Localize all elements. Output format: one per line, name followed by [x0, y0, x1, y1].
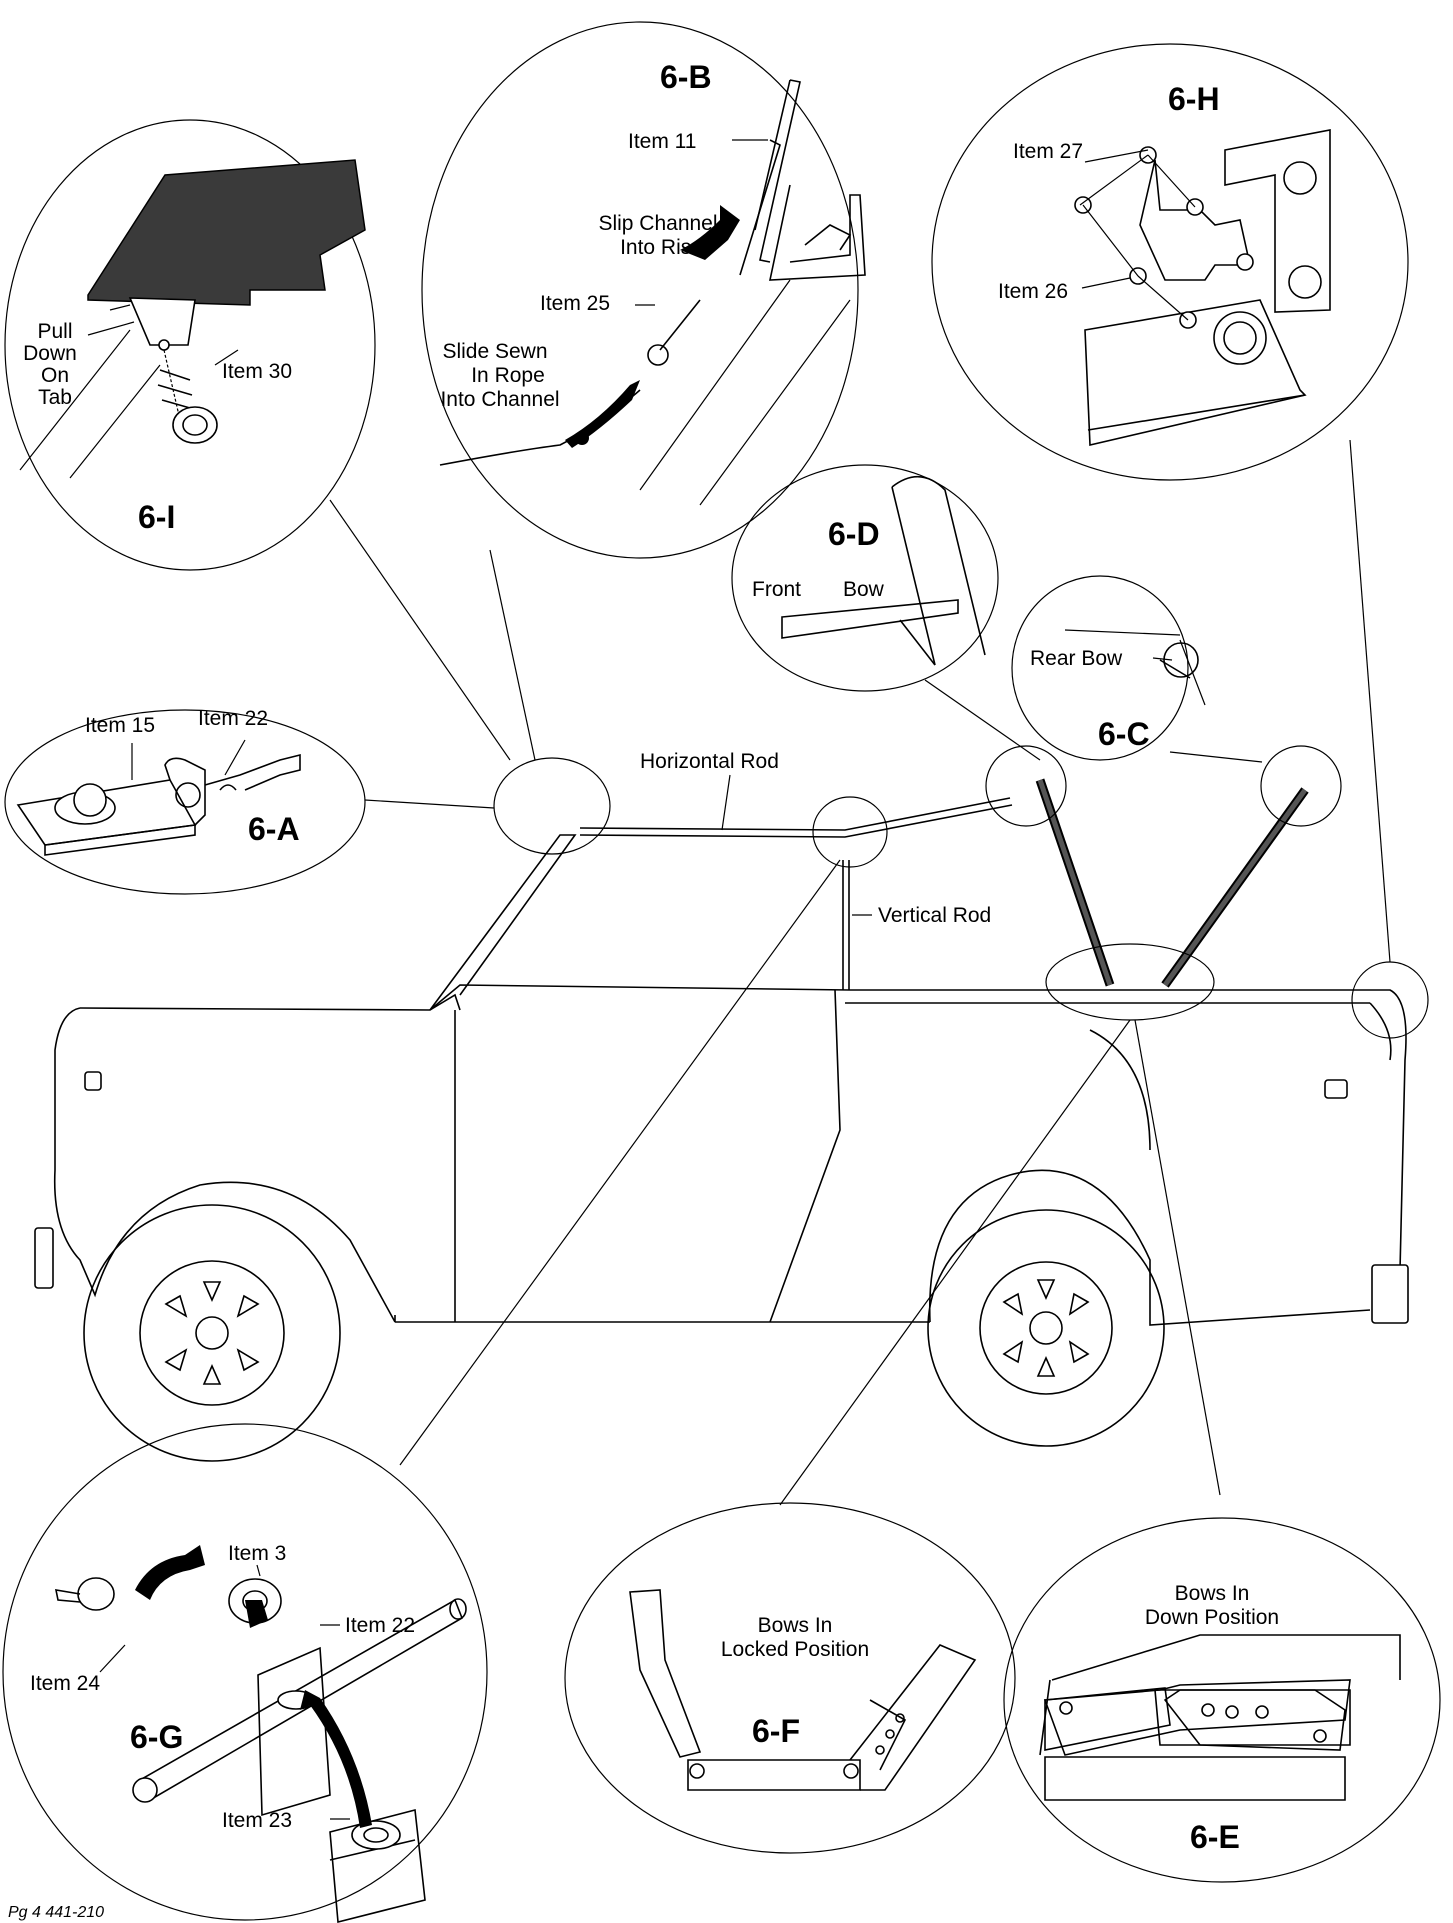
detail-6C: Rear Bow 6-C — [1011, 575, 1206, 761]
label-6D-front: Front — [752, 578, 801, 601]
label-6I-on: On — [41, 364, 69, 387]
front-wheel — [83, 1204, 341, 1462]
label-6I-pull: Pull — [37, 320, 72, 343]
label-6I-item30: Item 30 — [222, 360, 292, 383]
label-6D-bow: Bow — [843, 578, 885, 601]
label-6B-slide3: Into Channel — [440, 388, 559, 411]
tag-6H: 6-H — [1168, 81, 1220, 117]
label-6F-line2: Locked Position — [721, 1638, 869, 1661]
locator-circles — [493, 745, 1429, 1039]
label-6E-line2: Down Position — [1145, 1606, 1279, 1629]
label-6F-line1: Bows In — [758, 1614, 833, 1637]
label-horizontal-rod: Horizontal Rod — [640, 750, 779, 773]
leader-lines — [329, 439, 1391, 1506]
label-vertical-rod: Vertical Rod — [878, 904, 991, 927]
label-6G-item24: Item 24 — [30, 1672, 100, 1695]
label-6B-item11: Item 11 — [628, 130, 696, 153]
detail-6D: 6-D Front Bow — [731, 464, 999, 692]
tag-6C: 6-C — [1098, 716, 1150, 752]
detail-6H: 6-H Item 27 Item 26 — [931, 43, 1409, 481]
detail-6E: Bows In Down Position 6-E — [1003, 1517, 1441, 1883]
label-6G-item22: Item 22 — [345, 1614, 415, 1637]
label-6G-item23: Item 23 — [222, 1809, 292, 1832]
tag-6B: 6-B — [660, 59, 712, 95]
detail-6G: Item 3 Item 22 Item 24 6-G Item 23 — [2, 1423, 488, 1923]
label-6H-item27: Item 27 — [1013, 140, 1083, 163]
vehicle-outline — [34, 778, 1409, 1462]
label-6H-item26: Item 26 — [998, 280, 1068, 303]
detail-6A: Item 15 Item 22 6-A — [4, 707, 366, 895]
label-6I-tab: Tab — [38, 386, 72, 409]
tag-6A: 6-A — [248, 811, 300, 847]
detail-6B: 6-B Item 11 Slip Channel Into Riser Item… — [421, 21, 866, 559]
detail-6I: Pull Down On Tab Item 30 6-I — [4, 119, 376, 571]
tag-6E: 6-E — [1190, 1819, 1240, 1855]
label-6G-item3: Item 3 — [228, 1542, 286, 1565]
label-6B-slip2: Into Riser — [620, 236, 710, 259]
tag-6G: 6-G — [130, 1719, 183, 1755]
tag-6F: 6-F — [752, 1713, 800, 1749]
label-6B-slide2: In Rope — [471, 364, 545, 387]
label-6B-slip1: Slip Channel — [598, 212, 717, 235]
label-6A-item22: Item 22 — [198, 707, 268, 730]
detail-6F: Bows In Locked Position 6-F — [564, 1502, 1016, 1854]
label-6E-line1: Bows In — [1175, 1582, 1250, 1605]
label-6A-item15: Item 15 — [85, 714, 155, 737]
tag-6D: 6-D — [828, 516, 880, 552]
page-reference: Pg 4 441-210 — [8, 1904, 104, 1921]
label-6I-down: Down — [23, 342, 77, 365]
rear-wheel — [927, 1209, 1165, 1447]
label-6B-slide1: Slide Sewn — [442, 340, 547, 363]
label-6C-rearbow: Rear Bow — [1030, 647, 1123, 670]
tag-6I: 6-I — [138, 499, 175, 535]
label-6B-item25: Item 25 — [540, 292, 610, 315]
